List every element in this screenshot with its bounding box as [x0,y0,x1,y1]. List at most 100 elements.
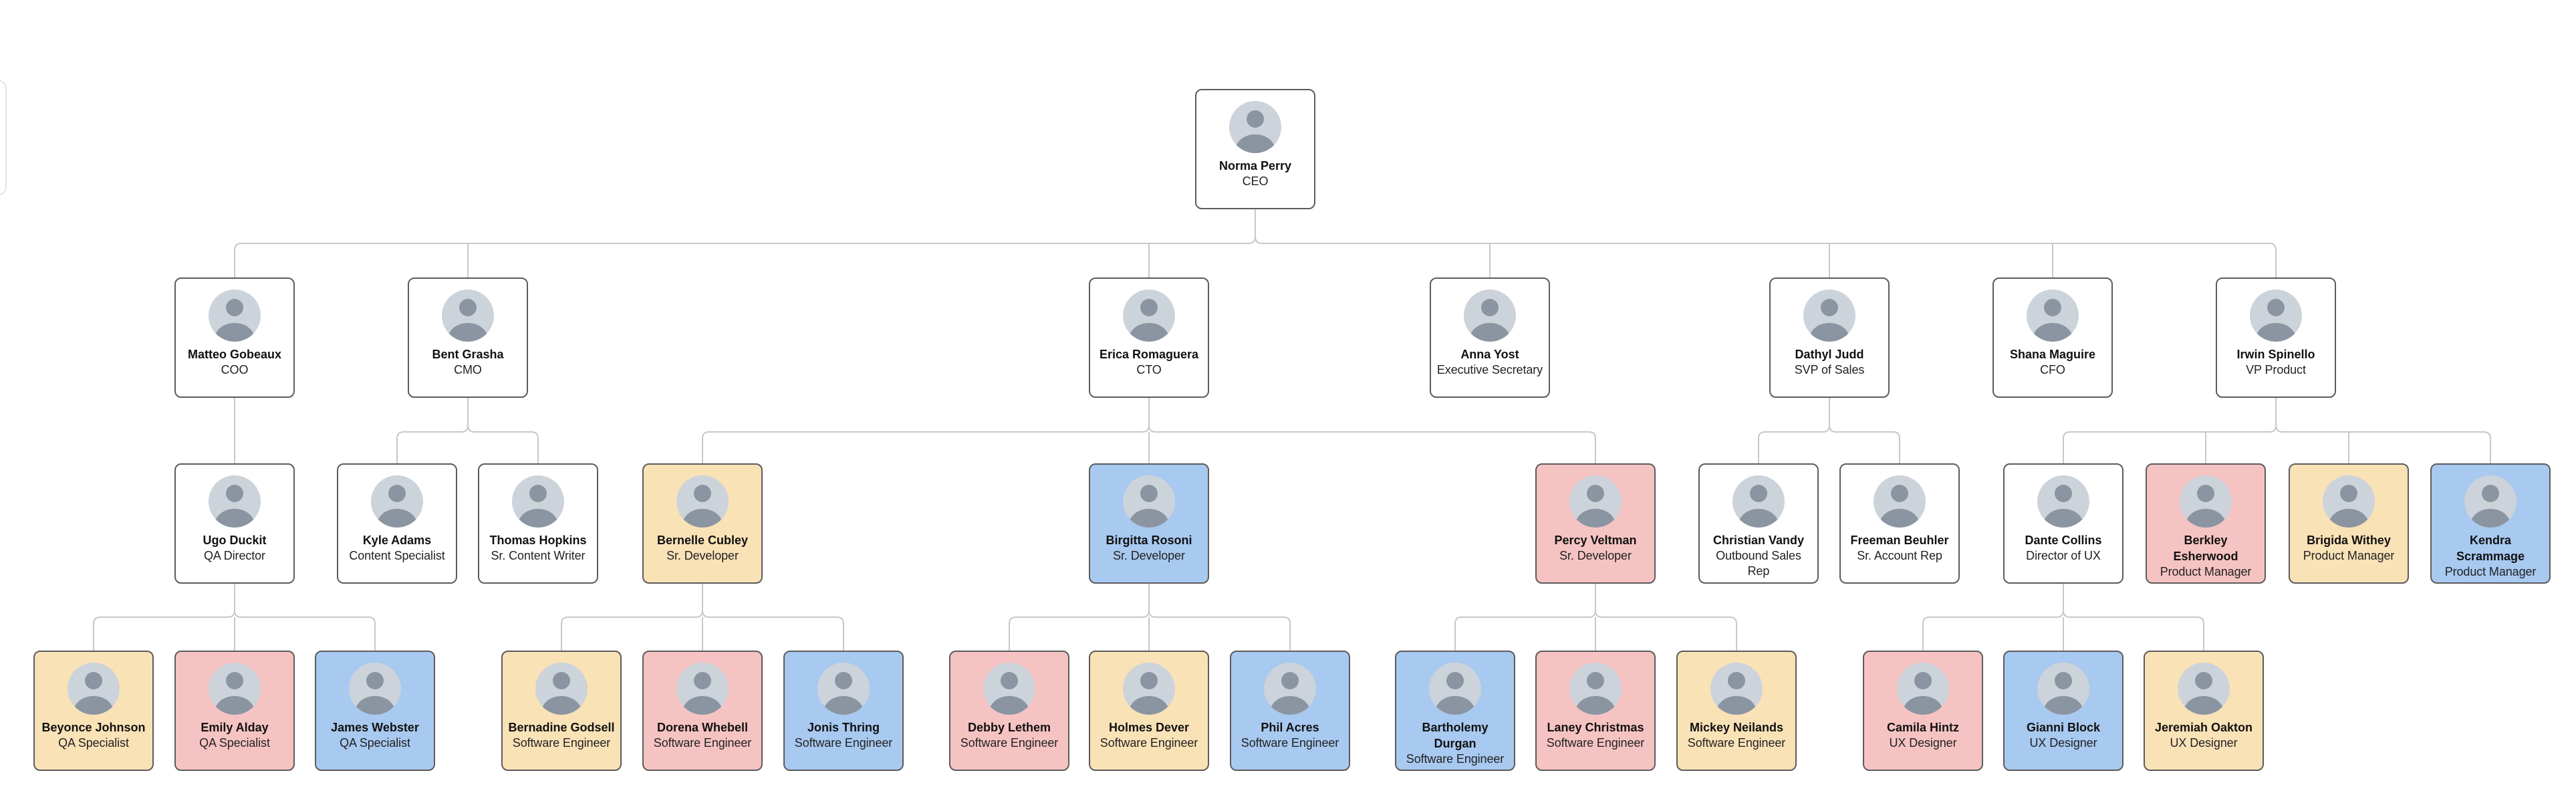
avatar [1264,663,1316,715]
org-node-bent-grasha[interactable]: Bent Grasha CMO [408,277,528,398]
org-node-emily-alday[interactable]: Emily Alday QA Specialist [174,651,295,771]
org-node-bernadine-godsell[interactable]: Bernadine Godsell Software Engineer [501,651,622,771]
org-node-norma-perry[interactable]: Norma Perry CEO [1195,89,1315,209]
org-node-dorena-whebell[interactable]: Dorena Whebell Software Engineer [642,651,763,771]
org-node-mickey-neilands[interactable]: Mickey Neilands Software Engineer [1676,651,1797,771]
org-node-camila-hintz[interactable]: Camila Hintz UX Designer [1863,651,1983,771]
person-role: Sr. Account Rep [1857,549,1942,562]
person-icon [354,671,396,715]
person-icon [682,671,723,715]
person-icon [2043,484,2084,528]
avatar [1897,663,1949,715]
org-node-percy-veltman[interactable]: Percy Veltman Sr. Developer [1535,463,1656,584]
person-name: Percy Veltman [1554,534,1637,547]
person-role: Sr. Developer [1559,549,1632,562]
person-name: Debby Lethem [967,721,1051,734]
person-role: Software Engineer [1100,736,1198,750]
org-node-bartholemy-durgan[interactable]: Bartholemy Durgan Software Engineer [1395,651,1515,771]
connector-cto-family [702,398,1596,463]
person-icon [989,671,1030,715]
org-node-james-webster[interactable]: James Webster QA Specialist [315,651,435,771]
person-role: UX Designer [1889,736,1957,750]
person-name: Bartholemy Durgan [1422,721,1489,750]
org-node-dathyl-judd[interactable]: Dathyl Judd SVP of Sales [1769,277,1890,398]
org-node-beyonce-johnson[interactable]: Beyonce Johnson QA Specialist [33,651,154,771]
org-node-freeman-beuhler[interactable]: Freeman Beuhler Sr. Account Rep [1839,463,1960,584]
person-name: Phil Acres [1261,721,1319,734]
person-name: Christian Vandy [1712,534,1805,547]
avatar [1464,290,1516,342]
org-node-phil-acres[interactable]: Phil Acres Software Engineer [1230,651,1350,771]
org-node-holmes-dever[interactable]: Holmes Dever Software Engineer [1089,651,1209,771]
person-icon [1738,484,1779,528]
org-node-gianni-block[interactable]: Gianni Block UX Designer [2003,651,2123,771]
person-icon [447,298,489,342]
avatar [1710,663,1763,715]
avatar [1123,475,1175,528]
org-node-laney-christmas[interactable]: Laney Christmas Software Engineer [1535,651,1656,771]
org-node-shana-maguire[interactable]: Shana Maguire CFO [1992,277,2113,398]
person-icon [1128,484,1170,528]
avatar [676,663,729,715]
org-node-ugo-duckit[interactable]: Ugo Duckit QA Director [174,463,295,584]
avatar [2037,663,2089,715]
org-node-erica-romaguera[interactable]: Erica Romaguera CTO [1089,277,1209,398]
avatar [1229,101,1281,153]
person-icon [2328,484,2369,528]
person-icon [1902,671,1944,715]
org-node-irwin-spinello[interactable]: Irwin Spinello VP Product [2216,277,2336,398]
connector-ux-director-family [1922,584,2204,651]
avatar [1123,290,1175,342]
person-name: Bernadine Godsell [508,721,615,734]
person-icon [1716,671,1757,715]
avatar [676,475,729,528]
org-node-kendra-scrammage[interactable]: Kendra Scrammage Product Manager [2430,463,2551,584]
person-role: Software Engineer [1687,736,1786,750]
person-icon [823,671,864,715]
person-role: COO [221,363,249,376]
person-name: Jeremiah Oakton [2154,721,2253,734]
person-name: Birgitta Rosoni [1106,534,1192,547]
avatar [2037,475,2089,528]
org-node-anna-yost[interactable]: Anna Yost Executive Secretary [1430,277,1550,398]
person-icon [2183,671,2224,715]
person-name: Gianni Block [2026,721,2101,734]
org-node-birgitta-rosoni[interactable]: Birgitta Rosoni Sr. Developer [1089,463,1209,584]
org-node-berkley-esherwood[interactable]: Berkley Esherwood Product Manager [2146,463,2266,584]
offscreen-node-partial [0,80,7,195]
org-node-jeremiah-oakton[interactable]: Jeremiah Oakton UX Designer [2144,651,2264,771]
org-node-christian-vandy[interactable]: Christian Vandy Outbound Sales Rep [1698,463,1819,584]
org-node-dante-collins[interactable]: Dante Collins Director of UX [2003,463,2123,584]
avatar [2250,290,2302,342]
avatar [1429,663,1481,715]
person-icon [1128,671,1170,715]
connector-cmo-family [396,398,539,463]
person-icon [1879,484,1920,528]
person-role: UX Designer [2170,736,2238,750]
org-node-debby-lethem[interactable]: Debby Lethem Software Engineer [949,651,1069,771]
avatar [371,475,423,528]
avatar [209,475,261,528]
org-node-brigida-withey[interactable]: Brigida Withey Product Manager [2289,463,2409,584]
person-name: Holmes Dever [1108,721,1190,734]
person-name: Dante Collins [2025,534,2102,547]
person-name: Emily Alday [201,721,269,734]
org-node-kyle-adams[interactable]: Kyle Adams Content Specialist [337,463,457,584]
person-name: Freeman Beuhler [1850,534,1949,547]
person-name: Kyle Adams [362,534,432,547]
person-icon [1469,298,1511,342]
org-node-bernelle-cubley[interactable]: Bernelle Cubley Sr. Developer [642,463,763,584]
connector-qa-director-family [93,584,376,651]
person-role: Software Engineer [1406,752,1505,766]
person-name: Laney Christmas [1547,721,1644,734]
org-node-matteo-gobeaux[interactable]: Matteo Gobeaux COO [174,277,295,398]
avatar [68,663,120,715]
person-role: Software Engineer [960,736,1059,750]
avatar [1569,663,1622,715]
person-role: Product Manager [2160,565,2252,578]
person-role: Director of UX [2026,549,2101,562]
org-node-thomas-hopkins[interactable]: Thomas Hopkins Sr. Content Writer [478,463,598,584]
avatar [442,290,494,342]
org-node-jonis-thring[interactable]: Jonis Thring Software Engineer [783,651,904,771]
person-icon [682,484,723,528]
